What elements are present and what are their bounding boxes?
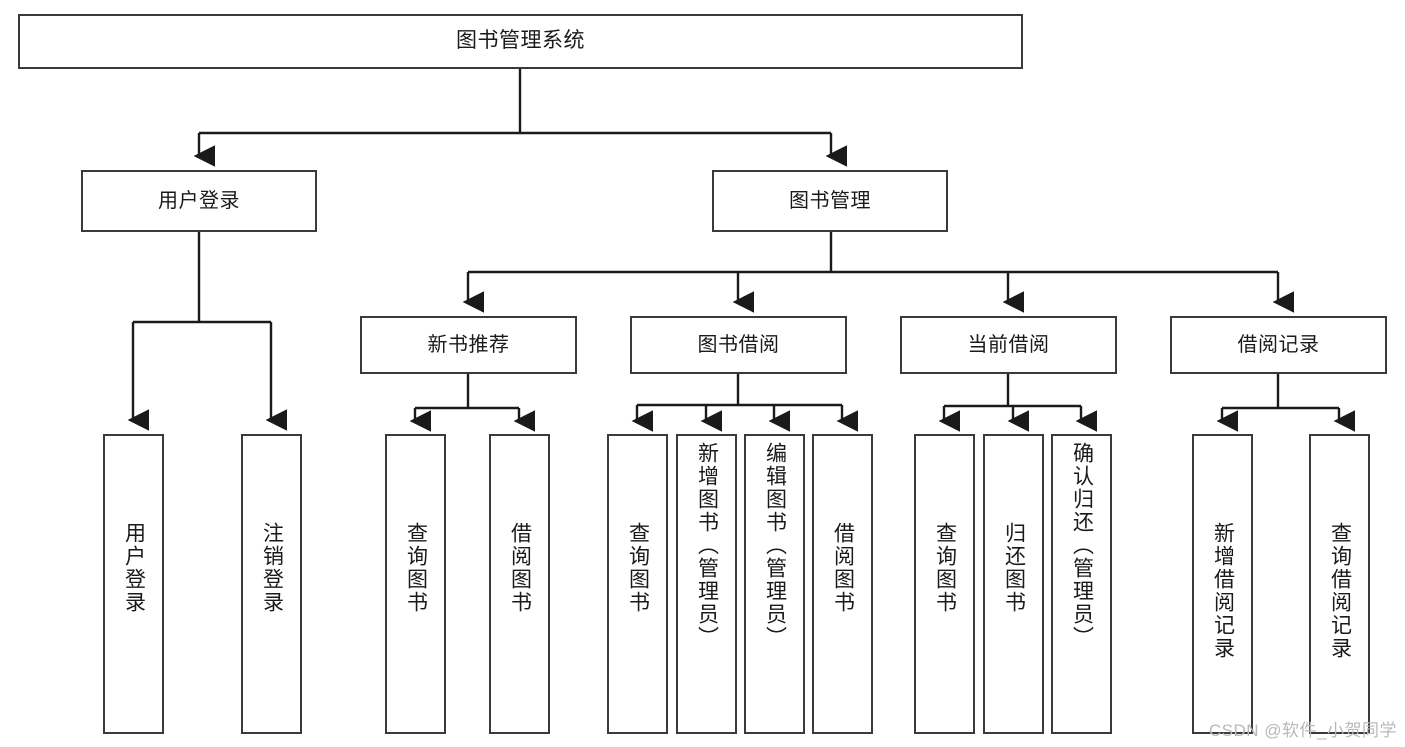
node-label: 图书借阅 <box>697 333 780 356</box>
node-label: 用户登录 <box>122 522 146 614</box>
watermark: CSDN @软件_小贺同学 <box>1208 721 1397 740</box>
leaf-book-borrow-query[interactable]: 查询图书 <box>607 434 668 734</box>
node-label: 图书管理系统 <box>456 29 585 53</box>
node-root-book-management-system[interactable]: 图书管理系统 <box>18 14 1023 69</box>
leaf-new-book-borrow[interactable]: 借阅图书 <box>489 434 550 734</box>
node-label: 查询图书 <box>626 522 650 614</box>
node-label: 借阅记录 <box>1237 333 1320 356</box>
node-label: 当前借阅 <box>967 333 1050 356</box>
leaf-book-borrow-add-admin[interactable]: 新增图书（管理员） <box>676 434 737 734</box>
leaf-current-borrow-confirm-admin[interactable]: 确认归还（管理员） <box>1051 434 1112 734</box>
node-label: 图书管理 <box>789 189 871 212</box>
leaf-borrow-record-add[interactable]: 新增借阅记录 <box>1192 434 1253 734</box>
node-label: 查询借阅记录 <box>1328 522 1352 660</box>
leaf-book-borrow-edit-admin[interactable]: 编辑图书（管理员） <box>744 434 805 734</box>
node-label: 用户登录 <box>158 189 240 212</box>
node-label: 归还图书 <box>1002 522 1026 614</box>
leaf-new-book-query[interactable]: 查询图书 <box>385 434 446 734</box>
node-label: 借阅图书 <box>508 522 532 614</box>
node-new-book-recommend[interactable]: 新书推荐 <box>360 316 577 374</box>
node-label: 注销登录 <box>260 522 284 614</box>
node-label: 查询图书 <box>404 522 428 614</box>
node-label: 确认归还（管理员） <box>1070 442 1094 649</box>
node-user-login[interactable]: 用户登录 <box>81 170 317 232</box>
node-label: 新书推荐 <box>427 333 510 356</box>
node-label: 新增借阅记录 <box>1211 522 1235 660</box>
node-current-borrow[interactable]: 当前借阅 <box>900 316 1117 374</box>
node-borrow-record[interactable]: 借阅记录 <box>1170 316 1387 374</box>
node-book-management[interactable]: 图书管理 <box>712 170 948 232</box>
node-label: 查询图书 <box>933 522 957 614</box>
node-book-borrow[interactable]: 图书借阅 <box>630 316 847 374</box>
node-label: 编辑图书（管理员） <box>763 442 787 649</box>
node-label: 借阅图书 <box>831 522 855 614</box>
leaf-book-borrow-borrow[interactable]: 借阅图书 <box>812 434 873 734</box>
leaf-borrow-record-query[interactable]: 查询借阅记录 <box>1309 434 1370 734</box>
leaf-user-login-signin[interactable]: 用户登录 <box>103 434 164 734</box>
leaf-current-borrow-return[interactable]: 归还图书 <box>983 434 1044 734</box>
node-label: 新增图书（管理员） <box>695 442 719 649</box>
leaf-current-borrow-query[interactable]: 查询图书 <box>914 434 975 734</box>
leaf-user-login-logout[interactable]: 注销登录 <box>241 434 302 734</box>
